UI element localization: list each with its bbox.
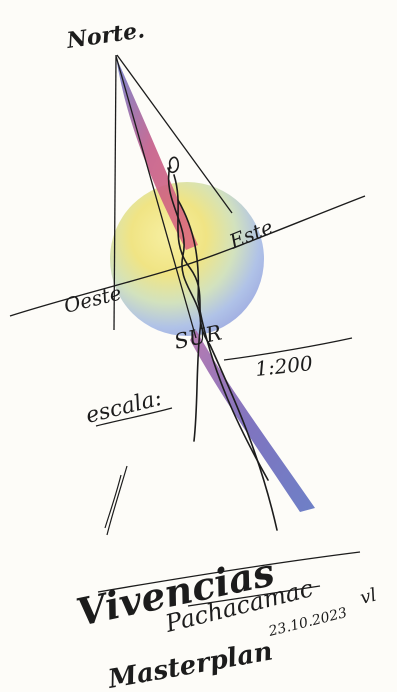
label-scale-value: 1:200 [254, 351, 314, 381]
caption-masterplan: Masterplan [105, 636, 275, 692]
label-scale-word: escala: [83, 386, 164, 429]
sun-circle [110, 182, 264, 336]
label-signature: vl [358, 585, 379, 609]
label-north: Norte. [64, 17, 146, 54]
sketch-marks [105, 466, 127, 535]
